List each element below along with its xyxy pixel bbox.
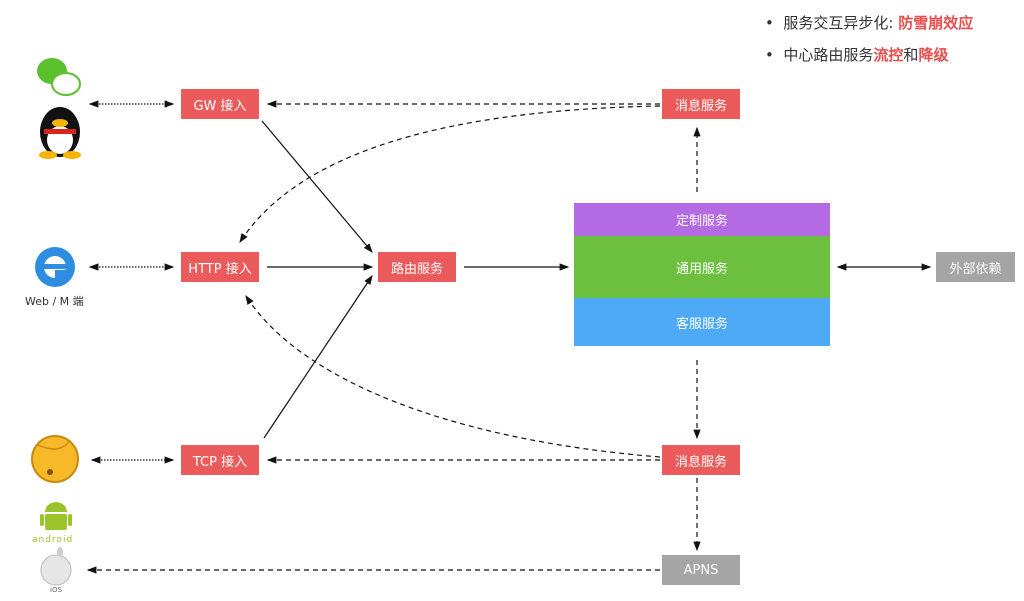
note-text: 和 bbox=[903, 46, 919, 64]
note-highlight: 降级 bbox=[918, 46, 949, 64]
support-service-node: 客服服务 bbox=[574, 298, 830, 346]
qq-icon bbox=[39, 107, 81, 159]
msg-to-http-curve bbox=[239, 105, 661, 244]
note-text: 中心路由服务 bbox=[783, 46, 874, 64]
android-icon bbox=[40, 502, 72, 530]
ie-browser-icon bbox=[35, 247, 75, 287]
gw-to-router bbox=[261, 120, 373, 253]
note-async: • 服务交互异步化: 防雪崩效应 bbox=[765, 14, 974, 32]
router-service-node: 路由服务 bbox=[378, 252, 456, 282]
apple-icon bbox=[40, 547, 72, 586]
external-dependency-node: 外部依赖 bbox=[936, 252, 1015, 282]
android-label: android bbox=[32, 535, 74, 545]
note-highlight: 防雪崩效应 bbox=[898, 14, 974, 32]
http-access-node: HTTP 接入 bbox=[181, 252, 259, 282]
notes-list: • 服务交互异步化: 防雪崩效应 • 中心路由服务流控和降级 bbox=[765, 12, 973, 76]
message-service-bottom-node: 消息服务 bbox=[662, 445, 740, 475]
message-service-top-node: 消息服务 bbox=[662, 89, 740, 119]
note-highlight: 流控 bbox=[873, 46, 904, 64]
msg-to-http-lower-curve bbox=[245, 294, 661, 458]
apns-node: APNS bbox=[662, 555, 740, 585]
app-ball-icon bbox=[31, 435, 79, 483]
ios-label: iOS bbox=[50, 586, 62, 594]
web-client-label: Web / M 端 bbox=[25, 295, 84, 308]
note-routing: • 中心路由服务流控和降级 bbox=[765, 46, 949, 64]
note-text: 服务交互异步化: bbox=[783, 14, 899, 32]
wechat-icon bbox=[37, 58, 81, 96]
tcp-access-node: TCP 接入 bbox=[181, 445, 259, 475]
gw-access-node: GW 接入 bbox=[181, 89, 259, 119]
common-service-node: 通用服务 bbox=[574, 236, 830, 298]
custom-service-node: 定制服务 bbox=[574, 203, 830, 236]
tcp-to-router bbox=[263, 275, 373, 439]
